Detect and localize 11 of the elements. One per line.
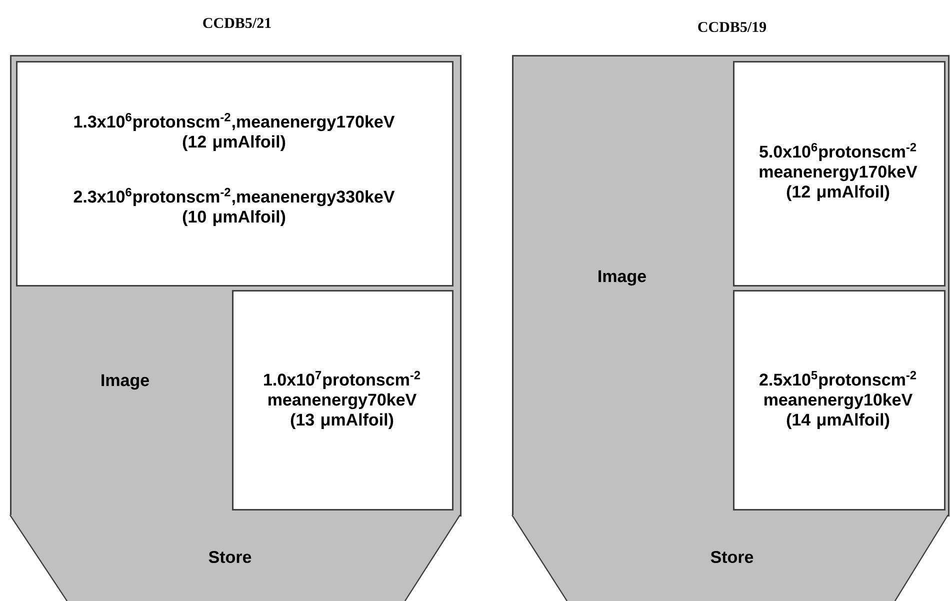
exposure-text: 1.0x10$^{7}$protonscm$^{-2}$ meanenergy70keV (13 μmAlfoil) xyxy=(264,370,420,430)
area-label: Store xyxy=(710,550,754,564)
exposure-text: 2.5x10$^{5}$protonscm$^{-2}$ meanenergy10keV (14 μmAlfoil) xyxy=(760,370,916,430)
area-label: Store xyxy=(208,550,252,564)
exposure-text: 2.3x10$^{6}$protonscm$^{-2}$,meanenergy330keV (10 μmAlfoil) xyxy=(74,188,395,226)
exposure-text: 5.0x10$^{6}$protonscm$^{-2}$ meanenergy170keV (12 μmAlfoil) xyxy=(760,142,918,202)
exposure-text: 1.3x10$^{6}$protonscm$^{-2}$,meanenergy170keV (12 μmAlfoil) xyxy=(74,112,395,152)
area-label: Image xyxy=(102,374,149,390)
area-label: Image xyxy=(598,270,646,286)
device-title: CCDB5/21 xyxy=(203,18,271,28)
device-title: CCDB5/19 xyxy=(698,22,766,32)
